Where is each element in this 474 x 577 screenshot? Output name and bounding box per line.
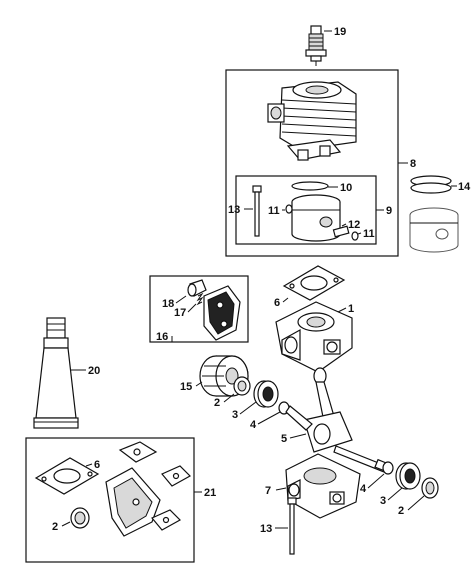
- callout-19: 19: [334, 26, 346, 38]
- leader-4-right: [367, 473, 385, 489]
- cylinder: [267, 81, 357, 161]
- callout-12: 12: [348, 219, 360, 231]
- callout-7: 7: [265, 485, 271, 497]
- ball-bearing-left: [253, 380, 279, 408]
- callout-17: 17: [174, 307, 186, 319]
- callout-6-top: 6: [274, 297, 280, 309]
- gasket-kit-cylinder-gasket: [34, 457, 100, 495]
- callout-16: 16: [156, 331, 168, 343]
- circlip-right: [351, 231, 359, 241]
- leader-4-mid: [257, 411, 281, 425]
- callout-13-bottom: 13: [260, 523, 272, 535]
- callout-6-bottom: 6: [94, 459, 100, 471]
- ignition-module: [203, 285, 241, 341]
- spark-plug-boot: [187, 279, 207, 297]
- gasket-kit-crankcase-gasket: [105, 467, 161, 537]
- gasket-kit-muffler-gasket: [161, 465, 191, 487]
- screw-top: [252, 185, 262, 237]
- callout-15: 15: [180, 381, 192, 393]
- crankcase-bottom: [285, 453, 361, 519]
- callout-2-right: 2: [398, 505, 404, 517]
- replacement-piston: [409, 207, 459, 253]
- leader-1: [337, 307, 347, 313]
- callout-20: 20: [88, 365, 100, 377]
- callout-4-right: 4: [360, 483, 367, 495]
- leader-18: [175, 295, 187, 304]
- callout-5: 5: [281, 433, 287, 445]
- callout-3-right: 3: [380, 495, 386, 507]
- gasket-kit-carb-gasket: [118, 441, 158, 463]
- leader-2-right: [407, 495, 425, 511]
- leader-6-top: [282, 297, 289, 303]
- callout-21: 21: [204, 487, 216, 499]
- oil-seal-left: [233, 376, 251, 396]
- leader-5: [289, 433, 307, 439]
- callout-2-bottom-left: 2: [52, 521, 58, 533]
- washer-right: [382, 461, 394, 475]
- callout-14: 14: [458, 181, 471, 193]
- callout-8: 8: [410, 158, 416, 170]
- leader-15: [195, 381, 203, 387]
- leader-7: [275, 487, 287, 491]
- piston: [291, 194, 341, 242]
- contact-spring: [196, 292, 204, 306]
- grease-tube: [33, 317, 79, 429]
- circlip-left: [285, 204, 293, 214]
- leader-11b: [357, 232, 362, 235]
- leader-17: [187, 303, 197, 313]
- gasket-kit-oil-seal: [70, 507, 90, 529]
- leader-12: [341, 223, 347, 227]
- callout-11-right: 11: [363, 228, 375, 240]
- screw-bottom: [287, 497, 297, 555]
- gasket-kit-small-gasket: [151, 509, 181, 531]
- oil-seal-right: [421, 477, 439, 499]
- gasket-kit-frame: [25, 437, 195, 563]
- callout-11-left: 11: [268, 205, 280, 217]
- crankcase-top: [275, 301, 353, 373]
- leader-3-right: [387, 487, 403, 501]
- ignition-frame: [149, 275, 249, 343]
- callout-10: 10: [340, 182, 352, 194]
- callout-18: 18: [162, 298, 174, 310]
- callout-2-mid: 2: [214, 397, 220, 409]
- leader-3-mid: [239, 401, 257, 415]
- piston-ring: [291, 181, 329, 191]
- leader-2-bottom-left: [61, 521, 71, 527]
- crankshaft: [285, 367, 392, 474]
- callout-13-top: 13: [228, 204, 240, 216]
- leader-2-mid: [223, 393, 235, 403]
- callout-3-mid: 3: [232, 409, 238, 421]
- piston-pin: [332, 225, 350, 238]
- callout-1: 1: [348, 303, 354, 315]
- callout-4-mid: 4: [250, 419, 257, 431]
- spark-plug: [305, 25, 327, 66]
- leader-6-bottom: [85, 463, 93, 467]
- callout-9: 9: [386, 205, 392, 217]
- piston-rings-set: [410, 175, 452, 194]
- cylinder-gasket: [282, 265, 346, 301]
- ball-bearing-right: [395, 462, 421, 490]
